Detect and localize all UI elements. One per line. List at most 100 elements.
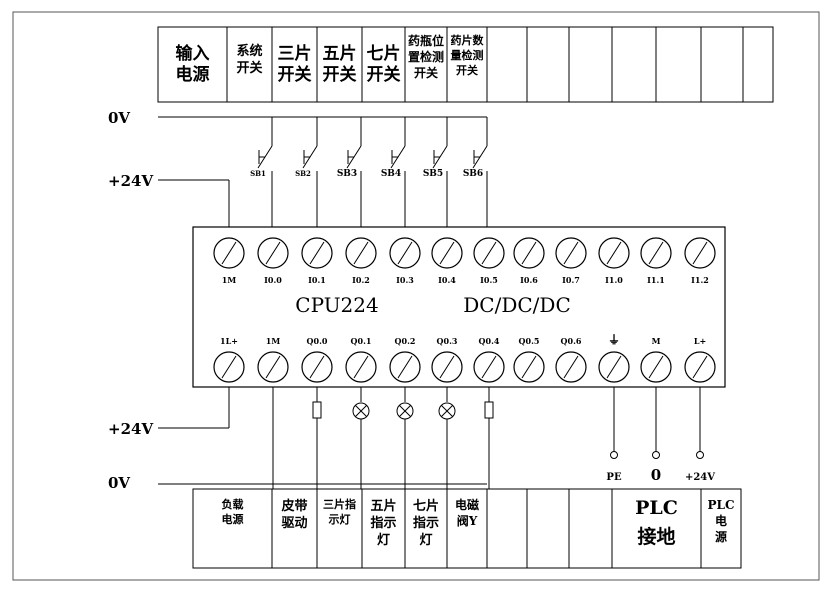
- output-terminal-label: 1M: [266, 336, 281, 346]
- top-header-cell-text: 开关: [236, 60, 262, 76]
- terminal-slot: [309, 241, 325, 265]
- terminal-slot: [521, 241, 537, 265]
- bottom-header-cell-text: 源: [715, 529, 727, 544]
- top-header-cell-text: 五片: [323, 43, 357, 64]
- rail-top-0v: 0V: [108, 109, 130, 127]
- input-terminal-label: I0.7: [562, 275, 580, 285]
- power-terminal-label: +24V: [685, 472, 715, 483]
- output-terminal-label: 1L+: [220, 336, 238, 346]
- output-terminal-label: ⏚: [608, 333, 620, 347]
- terminal-slot: [563, 355, 579, 379]
- bottom-header-cell-text: 灯: [419, 532, 432, 548]
- output-terminal-label: Q0.6: [561, 336, 582, 346]
- output-terminal-label: Q0.1: [351, 336, 372, 346]
- input-terminal-label: I1.0: [605, 275, 623, 285]
- terminal-slot: [397, 241, 413, 265]
- terminal-slot: [397, 355, 413, 379]
- bottom-header-cell-text: 示灯: [328, 512, 351, 526]
- top-header-cell-text: 七片: [367, 43, 401, 64]
- input-terminal-label: I1.1: [647, 275, 665, 285]
- power-terminal-dot: [696, 451, 704, 459]
- top-header-cell-text: 药片数: [451, 33, 485, 47]
- terminal-slot: [692, 241, 708, 265]
- bottom-header-cell-text: 三片指: [323, 497, 356, 511]
- terminal-slot: [648, 355, 664, 379]
- input-terminal-label: I0.1: [308, 275, 326, 285]
- power-terminal-dot: [652, 451, 660, 459]
- lamp-cross: [355, 405, 367, 417]
- terminal-slot: [309, 355, 325, 379]
- top-header-cell-text: 电源: [176, 64, 210, 85]
- output-terminal-label: Q0.2: [395, 336, 416, 346]
- output-terminal-label: L+: [694, 336, 706, 346]
- output-terminal-label: Q0.0: [307, 336, 328, 346]
- input-terminal-label: I0.4: [438, 275, 456, 285]
- input-terminal-label: I0.5: [480, 275, 498, 285]
- power-terminal-label: PE: [606, 472, 622, 483]
- terminal-slot: [353, 241, 369, 265]
- bottom-header-cell-text: 七片: [413, 498, 439, 514]
- output-terminal-label: Q0.3: [437, 336, 458, 346]
- top-header-cell-text: 开关: [367, 64, 401, 85]
- top-header-cell-text: 开关: [278, 64, 312, 85]
- terminal-slot: [439, 355, 455, 379]
- terminal-slot: [648, 241, 664, 265]
- top-header-cell-text: 输入: [176, 43, 210, 64]
- power-terminal-label: 0: [651, 466, 661, 484]
- terminal-slot: [265, 355, 281, 379]
- switch-label: SB2: [295, 169, 311, 178]
- top-header-cell-text: 开关: [456, 63, 478, 77]
- bottom-header-cell-text: 五片: [370, 498, 396, 514]
- bottom-header-frame: [192, 488, 742, 569]
- top-header-cell-text: 药瓶位: [408, 33, 444, 48]
- switch-label: SB4: [381, 169, 401, 179]
- rail-top-24v: +24V: [108, 172, 153, 190]
- input-terminal-label: I0.3: [396, 275, 414, 285]
- lamp-cross: [399, 405, 411, 417]
- terminal-slot: [606, 241, 622, 265]
- terminal-slot: [221, 355, 237, 379]
- rail-bottom-0v: 0V: [108, 474, 130, 492]
- coil-symbol: [484, 401, 494, 419]
- bottom-header-cell-text: 指示: [370, 515, 396, 531]
- coil-symbol: [312, 401, 322, 419]
- top-header-cell-text: 开关: [323, 64, 357, 85]
- switch-label: SB6: [463, 169, 483, 179]
- terminal-slot: [221, 241, 237, 265]
- lamp-cross: [441, 405, 453, 417]
- switch-label: SB5: [423, 169, 443, 179]
- terminal-slot: [521, 355, 537, 379]
- top-header-cell-text: 置检测: [408, 49, 444, 64]
- input-terminal-label: I1.2: [691, 275, 709, 285]
- bottom-header-cell-text: 阀Y: [457, 514, 478, 528]
- output-terminal-label: M: [652, 336, 661, 346]
- input-terminal-label: I0.6: [520, 275, 538, 285]
- switch-label: SB3: [337, 169, 357, 179]
- bottom-header-cell-text: PLC: [635, 497, 678, 519]
- rail-labels: 0V +24V +24V 0V: [108, 109, 153, 492]
- bottom-header-cell-text: 接地: [637, 525, 675, 548]
- outer-border: [12, 11, 820, 581]
- terminal-slot: [439, 241, 455, 265]
- terminal-slot: [692, 355, 708, 379]
- terminal-slot: [606, 355, 622, 379]
- top-header-cell-text: 量检测: [451, 48, 484, 62]
- bottom-header-cell-text: 灯: [377, 532, 390, 548]
- bottom-header-cell-text: 皮带: [280, 498, 307, 514]
- terminal-slot: [481, 355, 497, 379]
- terminal-slot: [353, 355, 369, 379]
- terminal-slot: [265, 241, 281, 265]
- top-header-cell-text: 系统: [236, 43, 262, 59]
- terminal-slot: [481, 241, 497, 265]
- plc-model: CPU224: [295, 293, 378, 317]
- power-terminal-dot: [610, 451, 618, 459]
- bottom-header-cell-text: 电: [715, 513, 727, 528]
- bottom-header-cell-text: 驱动: [281, 516, 307, 531]
- top-header-frame: [157, 26, 774, 103]
- switch-label: SB1: [250, 169, 266, 178]
- rail-bottom-24v: +24V: [108, 420, 153, 438]
